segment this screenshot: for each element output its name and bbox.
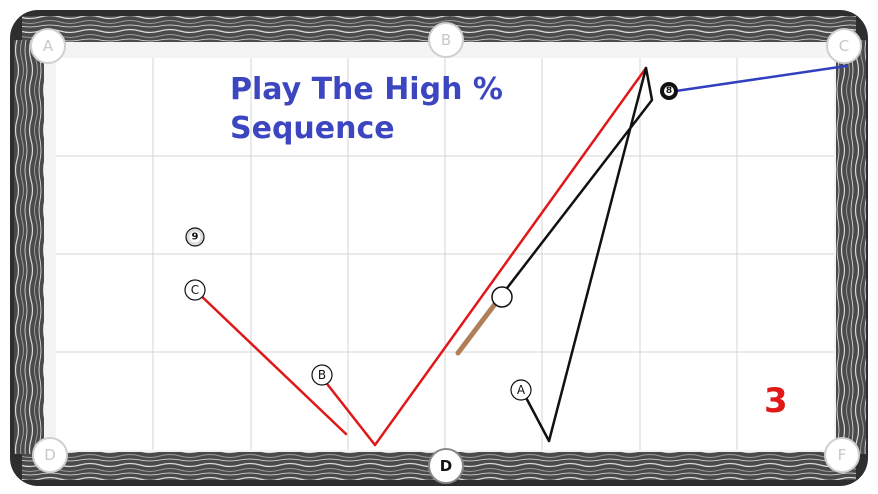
eight-ball-label: 8 xyxy=(666,86,672,96)
pocket-b: B xyxy=(428,22,464,58)
red-path-cue-route xyxy=(322,66,648,447)
pockets: A B C D D F xyxy=(30,22,862,484)
right-rail xyxy=(836,40,866,454)
pocket-a: A xyxy=(30,28,66,64)
eight-ball: 8 xyxy=(660,82,678,100)
pocket-b-label: B xyxy=(441,31,451,49)
pocket-f: F xyxy=(824,437,860,473)
pocket-d-side-label: D xyxy=(440,457,452,475)
step-number: 3 xyxy=(764,381,788,421)
position-b-label: B xyxy=(318,368,326,382)
title-line-2: Sequence xyxy=(230,111,395,146)
position-c-marker: C xyxy=(184,279,206,301)
position-b-marker: B xyxy=(311,364,333,386)
pocket-f-label: F xyxy=(838,446,847,464)
pocket-d-left-label: D xyxy=(44,446,56,464)
black-path-cue-to-8 xyxy=(502,66,654,443)
pocket-a-label: A xyxy=(43,37,54,55)
red-path-to-position-c xyxy=(193,288,348,436)
blue-path-8-to-pocket-c xyxy=(667,64,848,94)
position-c-label: C xyxy=(191,283,199,297)
cue-ball xyxy=(491,286,513,308)
position-a-marker: A xyxy=(510,379,532,401)
pocket-c: C xyxy=(826,28,862,64)
position-a-label: A xyxy=(517,383,526,397)
shot-paths xyxy=(193,64,848,447)
pocket-d-left: D xyxy=(32,437,68,473)
nine-ball-label: 9 xyxy=(192,232,199,243)
cue-stick xyxy=(455,301,498,356)
pocket-c-label: C xyxy=(839,37,849,55)
nine-ball: 9 xyxy=(185,227,205,247)
diamond-grid xyxy=(56,58,834,450)
pocket-d-side: D xyxy=(428,448,464,484)
left-rail xyxy=(14,40,44,454)
title-line-1: Play The High % xyxy=(230,72,503,107)
